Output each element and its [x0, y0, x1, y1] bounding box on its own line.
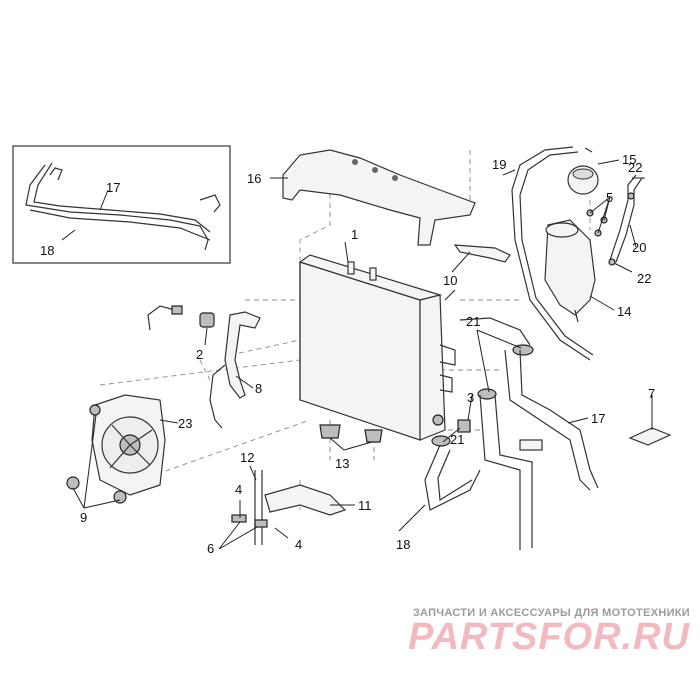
- callout-3: 3: [467, 390, 474, 405]
- callout-13: 13: [335, 456, 349, 471]
- callout-16: 16: [247, 171, 261, 186]
- callout-14: 14: [617, 304, 631, 319]
- clamps: [431, 344, 534, 447]
- radiator: [298, 254, 456, 441]
- bracket-8: [209, 311, 261, 429]
- callout-7: 7: [648, 386, 655, 401]
- tank-cap: [567, 147, 599, 195]
- callout-22: 22: [628, 160, 642, 175]
- lower-bracket: [231, 470, 347, 545]
- gasket: [628, 427, 672, 446]
- callouts: 1 2 3 4 4 5 6 7 8 9 10 11 12 13 14 15 16…: [40, 152, 655, 556]
- watermark-logo: PARTSFOR.RU: [408, 616, 690, 658]
- upper-bracket: [282, 149, 476, 246]
- expansion-tank: [544, 219, 596, 323]
- callout-18: 18: [40, 243, 54, 258]
- callout-9: 9: [80, 510, 87, 525]
- callout-11: 11: [358, 498, 372, 513]
- temperature-sensor: [147, 305, 215, 331]
- callout-4: 4: [235, 482, 242, 497]
- main-hoses: [424, 317, 599, 550]
- callout-2: 2: [196, 347, 203, 362]
- callout-22: 22: [637, 271, 651, 286]
- overflow-hose: [511, 146, 594, 361]
- callout-18: 18: [396, 537, 410, 552]
- callout-19: 19: [492, 157, 506, 172]
- callout-17: 17: [106, 180, 120, 195]
- inset-box: [12, 145, 231, 264]
- cooling-fan: [66, 394, 166, 504]
- callout-21: 21: [450, 432, 464, 447]
- callout-23: 23: [178, 416, 192, 431]
- callout-4: 4: [295, 537, 302, 552]
- callout-8: 8: [255, 381, 262, 396]
- callout-15: 15: [622, 152, 636, 167]
- bracket-10: [453, 244, 511, 263]
- leader-lines: [61, 159, 653, 550]
- callout-12: 12: [240, 450, 254, 465]
- callout-10: 10: [443, 273, 457, 288]
- callout-6: 6: [207, 541, 214, 556]
- callout-5: 5: [606, 190, 613, 205]
- callout-20: 20: [632, 240, 646, 255]
- callout-17: 17: [591, 411, 605, 426]
- breather-hose: [608, 174, 643, 266]
- watermark-tagline: ЗАПЧАСТИ И АКСЕССУАРЫ ДЛЯ МОТОТЕХНИКИ: [412, 607, 690, 619]
- rubber-mounts: [319, 424, 383, 443]
- callout-1: 1: [351, 227, 358, 242]
- callout-21: 21: [466, 314, 480, 329]
